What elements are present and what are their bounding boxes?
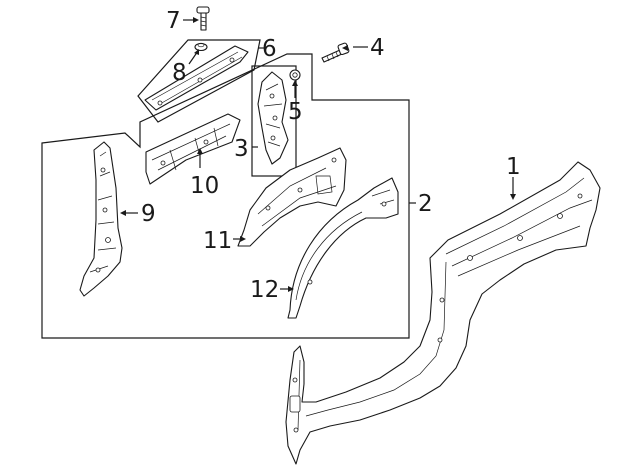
part-10-panel	[145, 113, 241, 185]
part-4-bolt	[321, 42, 350, 63]
callout-3: 3	[234, 136, 249, 162]
callout-4: 4	[370, 35, 385, 61]
part-8-clip	[194, 42, 208, 52]
callout-10: 10	[190, 173, 219, 199]
arrowheads	[120, 17, 516, 292]
callout-1: 1	[506, 154, 521, 180]
part-12-arch	[287, 177, 399, 319]
callout-9: 9	[141, 201, 156, 227]
part-11-wheelhouse	[237, 147, 347, 247]
callout-7: 7	[166, 8, 181, 34]
callout-8: 8	[172, 60, 187, 86]
callout-12: 12	[250, 277, 279, 303]
part-7-bolt	[196, 6, 210, 31]
part-3-bracket	[257, 71, 289, 165]
part-9-pillar	[79, 141, 123, 297]
callout-5: 5	[288, 99, 303, 125]
part-5-nut	[289, 69, 301, 81]
group-frame-2	[41, 53, 410, 339]
callout-6: 6	[262, 36, 277, 62]
part-6-rail	[137, 39, 261, 123]
callout-11: 11	[203, 228, 232, 254]
callout-2: 2	[418, 191, 433, 217]
part-1-body-side	[285, 161, 601, 465]
group-frame-3	[251, 65, 297, 177]
